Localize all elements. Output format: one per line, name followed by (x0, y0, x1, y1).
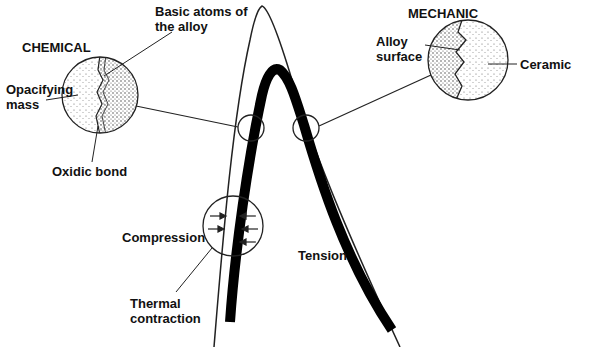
part-label: Opacifying mass (6, 82, 76, 112)
stress-label: Compression (122, 230, 212, 245)
mechanic-circle (428, 20, 508, 100)
compression-arrows (208, 213, 258, 245)
part-label: Oxidic bond (52, 164, 152, 179)
stress-circle (203, 196, 263, 256)
detail-circle (238, 115, 264, 141)
leader-line (46, 32, 517, 292)
metal-coping (230, 69, 392, 330)
part-label: Ceramic (520, 57, 585, 72)
section-heading: CHEMICAL (22, 40, 112, 55)
section-heading: MECHANIC (408, 6, 508, 21)
stress-label: Tension (298, 248, 368, 263)
detail-circle (293, 115, 319, 141)
part-label: Basic atoms of the alloy (155, 4, 255, 34)
magnify-line (319, 75, 431, 126)
chemical-circle (62, 57, 138, 133)
magnify-line (136, 106, 238, 127)
mechanic-magnification (428, 20, 510, 100)
stress-label: Thermal contraction (130, 296, 220, 326)
part-label: Alloy surface (376, 34, 436, 64)
tooth-outline (214, 6, 400, 347)
